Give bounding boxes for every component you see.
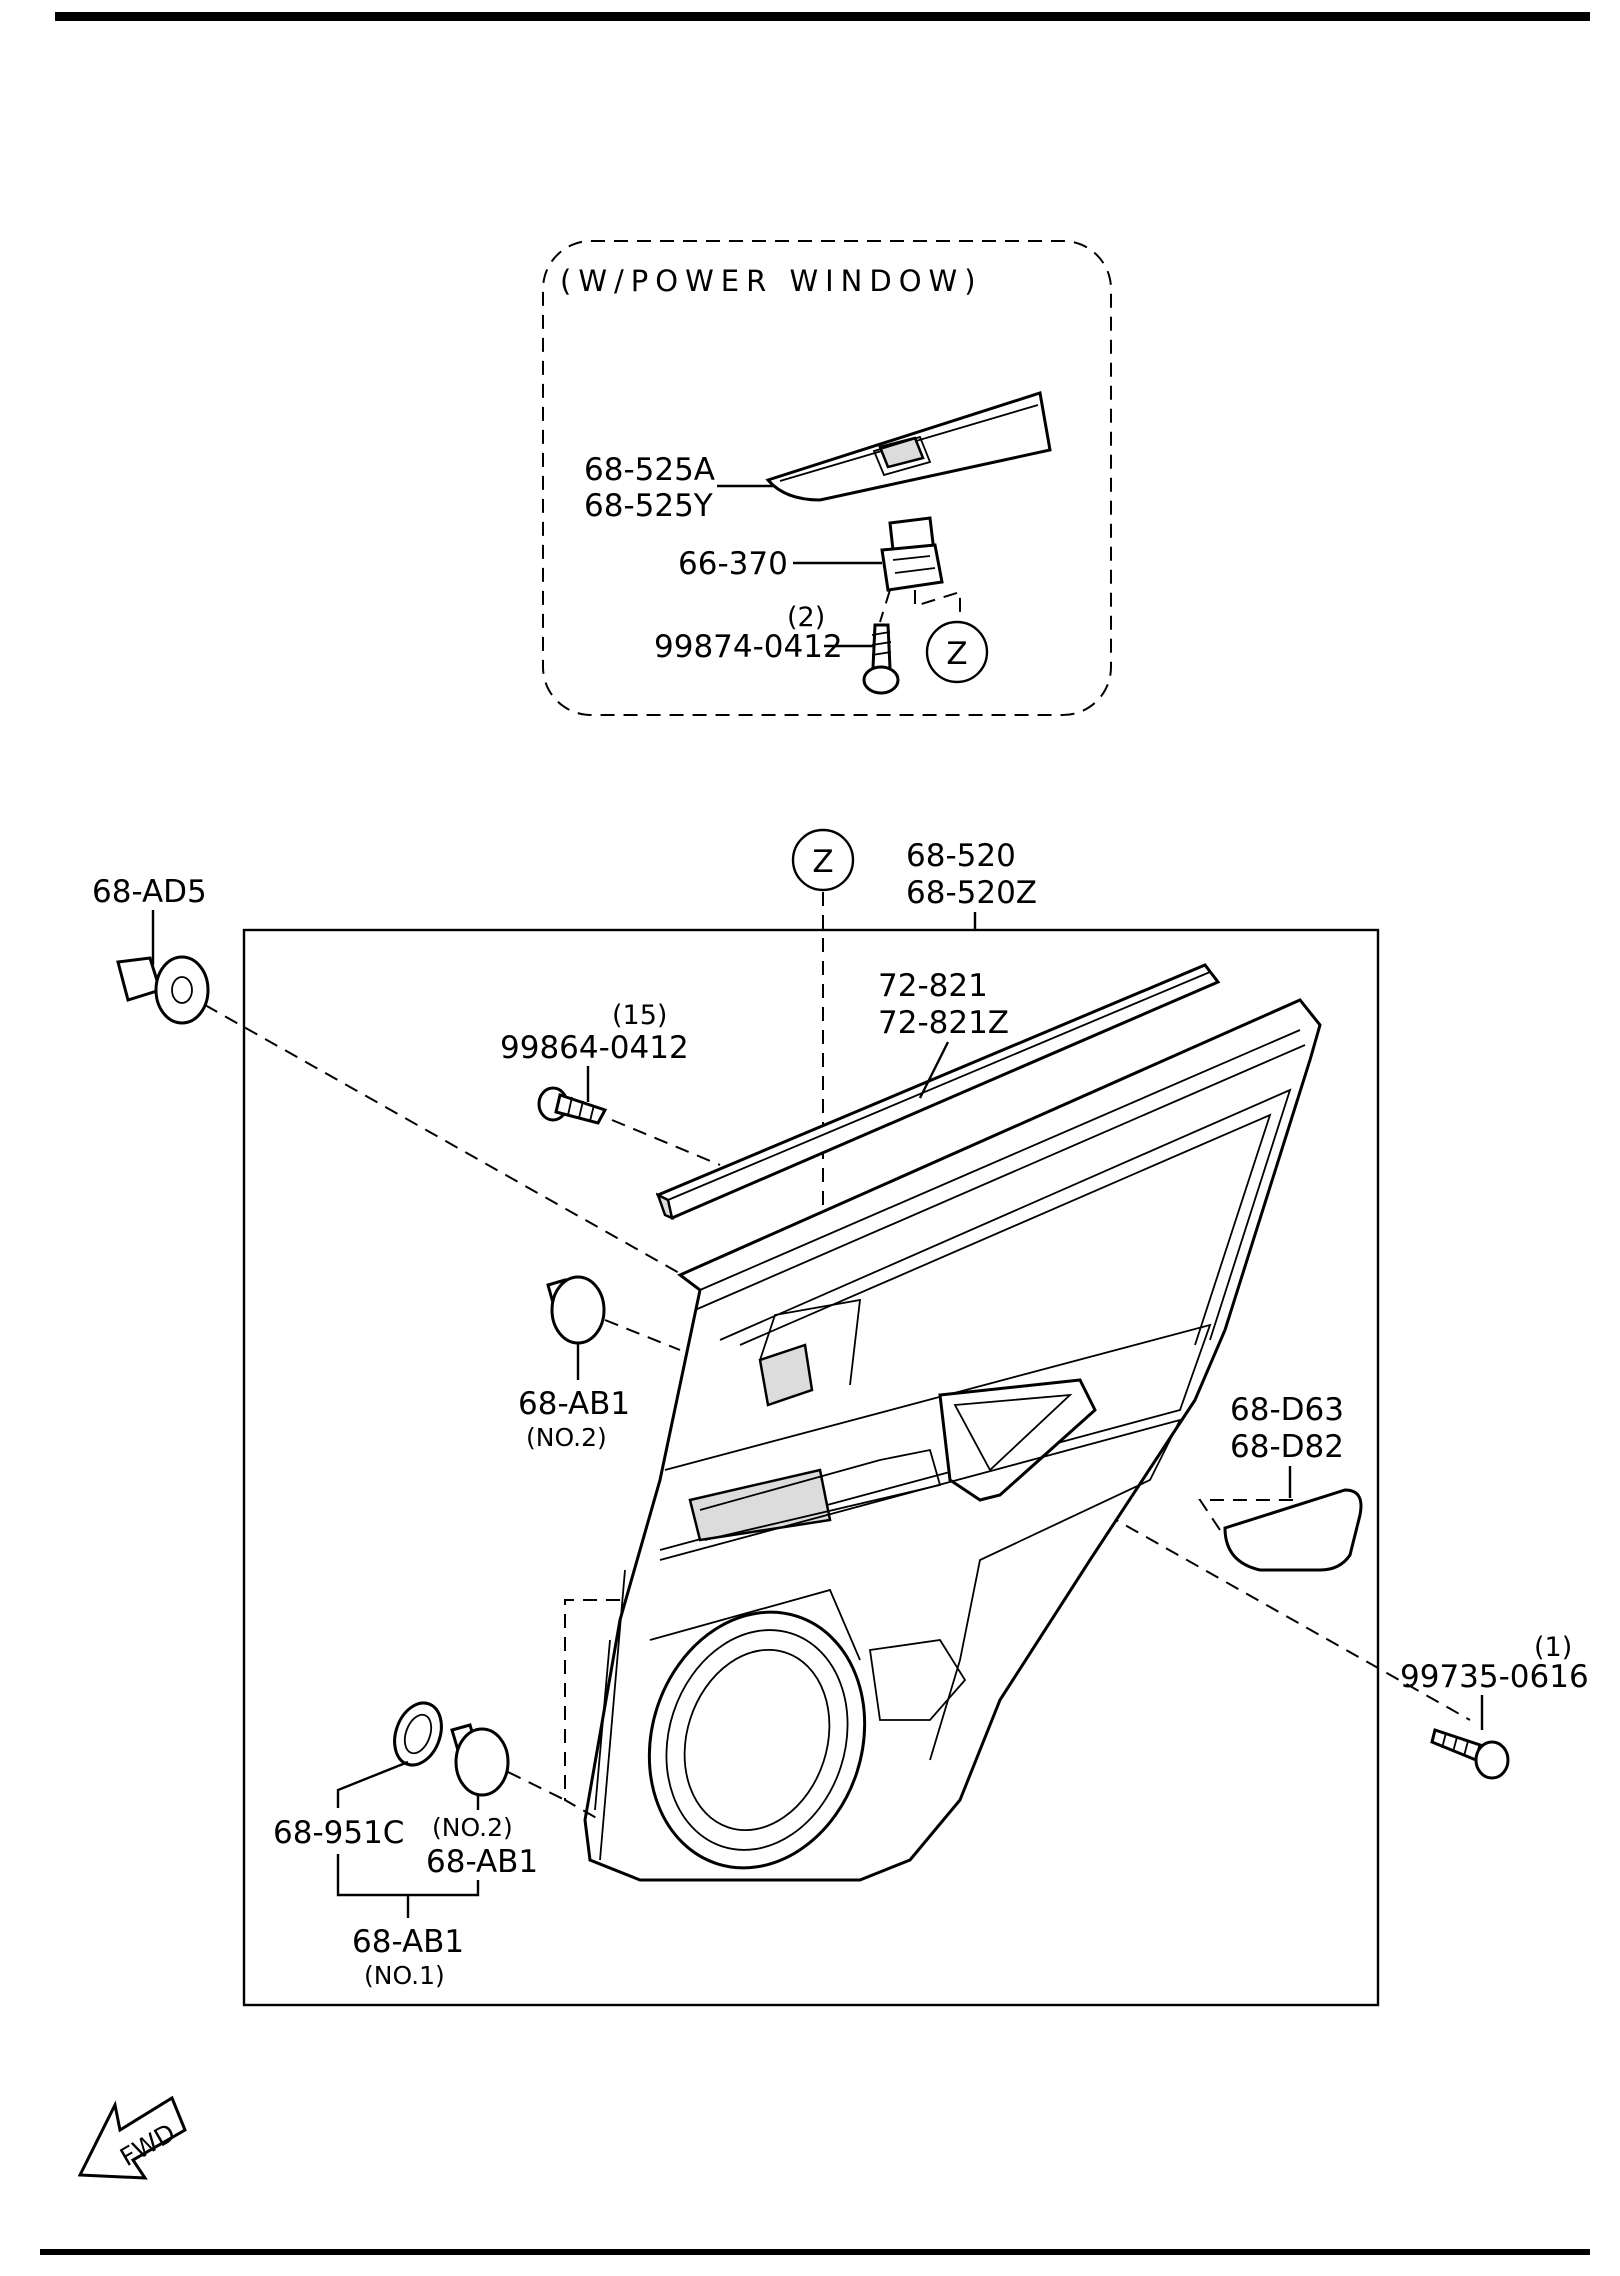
label-68-525Y: 68-525Y <box>584 488 713 524</box>
weatherstrip-part <box>655 963 1221 1221</box>
ref-z-circle-inset <box>925 620 989 684</box>
guide-99864 <box>611 1119 721 1166</box>
switch-to-z-path <box>914 590 961 612</box>
label-68-D63: 68-D63 <box>1230 1392 1344 1428</box>
qty-2: (2) <box>787 602 825 633</box>
label-66-370: 66-370 <box>678 546 788 582</box>
label-72-821: 72-821 <box>878 968 988 1004</box>
clip-ad5-part <box>116 955 210 1025</box>
switch-bezel-part <box>765 391 1052 502</box>
clip-ab1-upper-part <box>546 1275 606 1345</box>
label-no2-lower: (NO.2) <box>432 1813 513 1842</box>
label-68-AB1-lower: 68-AB1 <box>426 1844 538 1880</box>
label-99874-0412: 99874-0412 <box>654 629 843 665</box>
bottom-rule <box>40 2249 1590 2255</box>
label-68-AB1-assy: 68-AB1 <box>352 1924 464 1960</box>
top-rule <box>55 12 1590 21</box>
label-68-AB1-upper: 68-AB1 <box>518 1386 630 1422</box>
fwd-arrow-icon <box>77 2095 187 2180</box>
door-trim-assembly: Z 68-520 68-520Z 68-AD5 72-821 72-821Z (… <box>92 828 1589 2007</box>
label-no1: (NO.1) <box>364 1961 445 1990</box>
label-68-520: 68-520 <box>906 838 1016 874</box>
leader-weatherstrip <box>918 1041 950 1099</box>
screw-guide-inset <box>879 589 891 623</box>
assembly-frame <box>242 928 1380 2007</box>
seal-951c-part <box>393 1701 443 1767</box>
inset-dashed-frame <box>542 240 1112 716</box>
qty-15: (15) <box>612 1000 667 1031</box>
label-68-951C: 68-951C <box>273 1815 404 1851</box>
cover-part <box>1223 1488 1363 1572</box>
screw-99864-part <box>537 1086 608 1125</box>
cover-bracket <box>1198 1499 1300 1531</box>
power-window-inset: (W/POWER WINDOW) 68-525A 68-525Y 66-370 … <box>542 240 1112 716</box>
guide-ab1-lower <box>507 1771 566 1801</box>
label-68-D82: 68-D82 <box>1230 1429 1344 1465</box>
fwd-arrow: FWD <box>77 2095 187 2180</box>
inset-header: (W/POWER WINDOW) <box>560 264 983 298</box>
label-68-520Z: 68-520Z <box>906 875 1037 911</box>
guide-ab1-upper <box>604 1319 681 1351</box>
ref-z-label-main: Z <box>812 844 833 880</box>
inset-screw-part <box>862 623 900 695</box>
qty-1: (1) <box>1534 1632 1572 1663</box>
clip-ab1-lower-part <box>450 1723 510 1797</box>
door-panel-part <box>583 998 1322 1882</box>
label-99864-0412: 99864-0412 <box>500 1030 689 1066</box>
leader-951c <box>336 1760 409 1808</box>
label-68-AD5: 68-AD5 <box>92 874 207 910</box>
label-68-525A: 68-525A <box>584 452 715 488</box>
screw-99735-part <box>1430 1728 1510 1780</box>
label-99735-0616: 99735-0616 <box>1400 1659 1589 1695</box>
label-72-821Z: 72-821Z <box>878 1005 1009 1041</box>
label-no2-upper: (NO.2) <box>526 1423 607 1452</box>
window-switch-part <box>880 516 944 592</box>
ref-z-circle-main <box>791 828 855 892</box>
panel-bracket <box>564 1599 620 1821</box>
ref-z-label-inset: Z <box>946 636 967 672</box>
